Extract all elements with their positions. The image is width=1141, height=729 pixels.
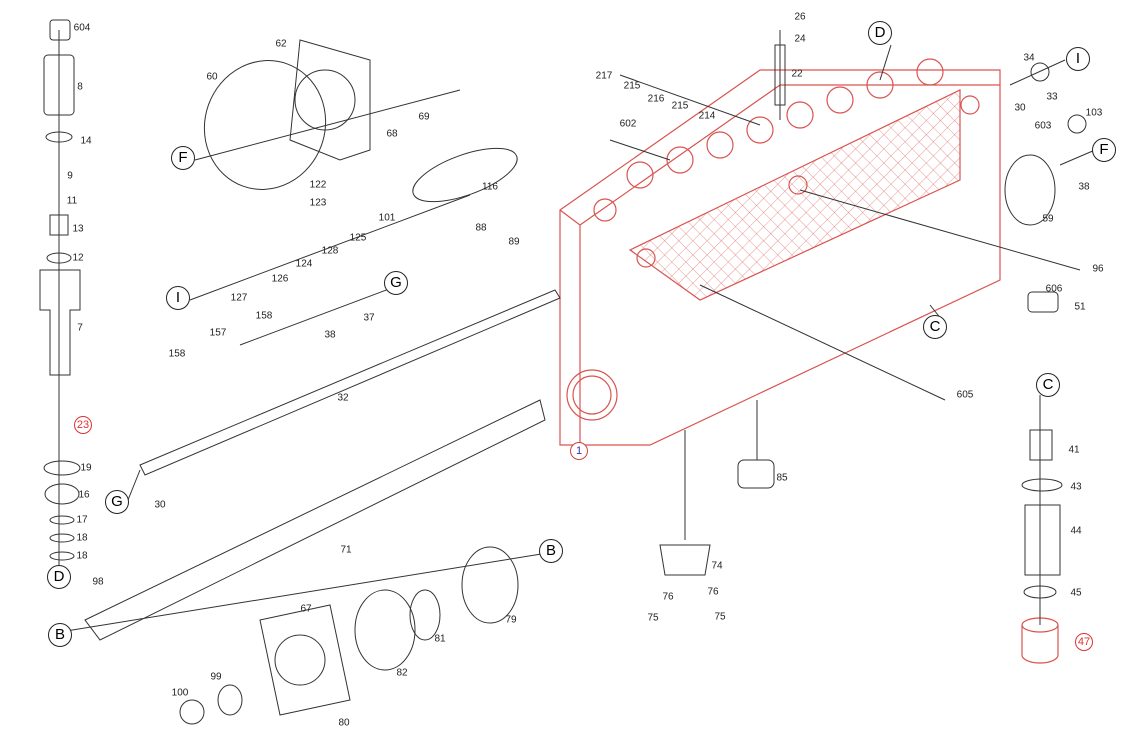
part-number-label: 38 (324, 329, 336, 341)
part-number-label: 71 (340, 544, 352, 556)
part-number-label: 602 (619, 118, 637, 130)
parts-linework (39, 19, 1096, 725)
part-number-label: 88 (475, 222, 487, 234)
pump-housing (559, 58, 1059, 664)
reference-marker: I (1066, 47, 1090, 71)
part-number-label: 45 (1070, 587, 1082, 599)
part-number-label: 126 (271, 273, 289, 285)
reference-marker: 47 (1075, 633, 1093, 651)
part-number-label: 215 (623, 80, 641, 92)
part-number-label: 76 (707, 586, 719, 598)
reference-marker: G (384, 271, 408, 295)
part-number-label: 99 (210, 671, 222, 683)
part-number-label: 214 (698, 110, 716, 122)
part-number-label: 122 (309, 179, 327, 191)
part-number-label: 24 (794, 33, 806, 45)
part-number-label: 123 (309, 197, 327, 209)
part-number-label: 75 (714, 611, 726, 623)
part-number-label: 74 (711, 560, 723, 572)
reference-marker: F (171, 146, 195, 170)
part-number-label: 158 (255, 310, 273, 322)
part-number-label: 30 (154, 499, 166, 511)
part-number-label: 82 (396, 667, 408, 679)
part-number-label: 85 (776, 472, 788, 484)
part-number-label: 215 (671, 100, 689, 112)
part-number-label: 7 (77, 322, 83, 334)
part-number-label: 605 (956, 389, 974, 401)
reference-marker: C (923, 315, 947, 339)
reference-marker: D (868, 21, 892, 45)
part-number-label: 18 (76, 532, 88, 544)
reference-marker: C (1036, 373, 1060, 397)
part-number-label: 9 (67, 170, 73, 182)
part-number-label: 34 (1023, 52, 1035, 64)
part-number-label: 33 (1046, 91, 1058, 103)
part-number-label: 116 (482, 181, 498, 193)
part-number-label: 606 (1045, 283, 1063, 295)
part-number-label: 59 (1042, 213, 1054, 225)
part-number-label: 101 (378, 212, 396, 224)
part-number-label: 128 (321, 245, 339, 257)
part-number-label: 14 (80, 135, 92, 147)
part-number-label: 604 (73, 22, 91, 34)
part-number-label: 62 (275, 38, 287, 50)
part-number-label: 75 (647, 612, 659, 624)
part-number-label: 68 (386, 128, 398, 140)
part-number-label: 8 (77, 81, 83, 93)
part-number-label: 26 (794, 11, 806, 23)
reference-marker: B (539, 539, 563, 563)
reference-marker: F (1092, 138, 1116, 162)
part-number-label: 38 (1078, 181, 1090, 193)
reference-marker: 1 (570, 442, 588, 460)
reference-marker: G (105, 490, 129, 514)
part-number-label: 100 (171, 687, 189, 699)
part-number-label: 98 (92, 576, 104, 588)
part-number-label: 37 (363, 312, 375, 324)
part-number-label: 96 (1092, 263, 1104, 275)
part-number-label: 51 (1074, 301, 1086, 313)
part-number-label: 125 (349, 232, 367, 244)
part-number-label: 22 (791, 68, 803, 80)
part-number-label: 89 (508, 236, 520, 248)
part-number-label: 44 (1070, 525, 1082, 537)
part-number-label: 11 (66, 195, 78, 207)
part-number-label: 124 (295, 258, 313, 270)
part-number-label: 16 (78, 489, 90, 501)
part-number-label: 67 (300, 603, 312, 615)
part-number-label: 43 (1070, 481, 1082, 493)
part-number-label: 158 (168, 348, 186, 360)
part-number-label: 60 (206, 71, 218, 83)
part-number-label: 41 (1068, 444, 1080, 456)
part-number-label: 76 (662, 591, 674, 603)
part-number-label: 81 (434, 633, 446, 645)
part-number-label: 13 (72, 223, 84, 235)
part-number-label: 17 (76, 514, 88, 526)
part-number-label: 18 (76, 550, 88, 562)
part-number-label: 32 (337, 392, 349, 404)
part-number-label: 157 (209, 327, 227, 339)
reference-marker: B (48, 623, 72, 647)
part-number-label: 19 (80, 462, 92, 474)
part-number-label: 69 (418, 111, 430, 123)
reference-marker: 23 (74, 416, 92, 434)
reference-marker: D (47, 565, 71, 589)
part-number-label: 30 (1014, 102, 1026, 114)
part-number-label: 217 (595, 70, 613, 82)
part-number-label: 80 (338, 717, 350, 729)
part-number-label: 127 (230, 292, 248, 304)
part-number-label: 12 (72, 252, 84, 264)
part-number-label: 216 (647, 93, 665, 105)
reference-marker: I (166, 286, 190, 310)
part-number-label: 79 (505, 614, 517, 626)
part-number-label: 603 (1034, 120, 1052, 132)
part-number-label: 103 (1085, 107, 1103, 119)
